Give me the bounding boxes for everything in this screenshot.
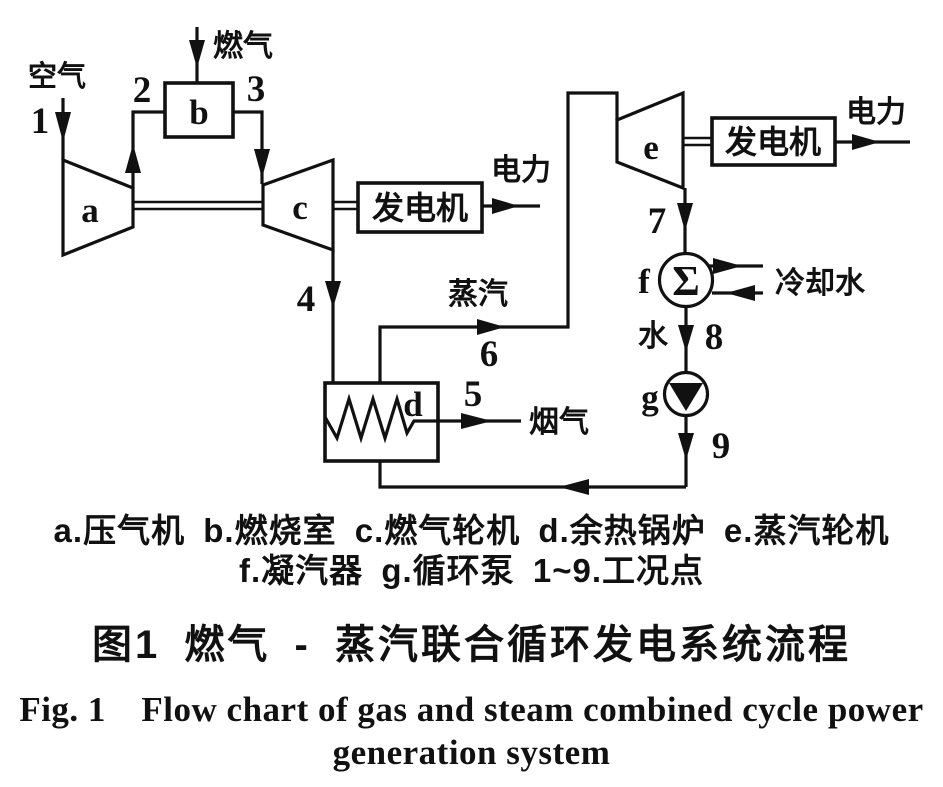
point-7-label: 7	[648, 201, 667, 242]
condenser-shape	[657, 251, 715, 309]
component-f-label: f	[638, 262, 650, 301]
point-4-label: 4	[297, 279, 316, 320]
figure-title-en-line-1: Fig. 1 Flow chart of gas and steam combi…	[19, 690, 924, 729]
line-2	[131, 110, 165, 188]
boiler-coil-icon	[323, 393, 437, 444]
shaft-a-c	[133, 200, 263, 211]
point-6-label: 6	[480, 334, 499, 375]
combustion-chamber-shape	[163, 81, 235, 139]
cooling-water-label: 冷却水	[775, 267, 866, 300]
line-8-arrowhead-icon	[678, 325, 694, 352]
line-4-arrowhead-icon	[325, 281, 341, 308]
compressor-shape	[61, 157, 135, 258]
figure-title-cn: 图1 燃气 - 蒸汽联合循环发电系统流程	[92, 623, 851, 667]
line-3-arrowhead-icon	[254, 149, 270, 178]
air-arrowhead-icon	[55, 112, 71, 142]
line-3	[233, 110, 264, 184]
legend-line-2: f.凝汽器 g.循环泵 1~9.工况点	[239, 552, 704, 589]
point-2-label: 2	[133, 70, 152, 111]
shaft-e-generator	[683, 136, 712, 147]
power-right-arrowhead-icon	[852, 134, 880, 150]
shaft-c-generator	[333, 200, 358, 211]
flue-gas-arrowhead-icon	[461, 413, 492, 429]
steam-label: 蒸汽	[448, 278, 508, 311]
flow-diagram: 空气 1 2 燃气 3 a b c 发电机 电力 4 蒸汽 6 d 5 烟气 e…	[28, 27, 910, 495]
figure-title-en-line-2: generation system	[332, 733, 611, 772]
power-left-arrowhead-icon	[492, 198, 519, 214]
line-9-arrowhead-icon	[678, 433, 694, 460]
power-left-label: 电力	[491, 154, 551, 187]
fuel-gas-arrowhead-icon	[189, 40, 205, 68]
legend-line-1: a.压气机 b.燃烧室 c.燃气轮机 d.余热锅炉 e.蒸汽轮机	[53, 512, 890, 549]
cooling-water-in-arrowhead-icon	[726, 285, 755, 301]
component-d-label: d	[403, 385, 423, 424]
air-label: 空气	[28, 59, 86, 93]
point-5-label: 5	[464, 374, 483, 415]
water-label: 水	[638, 320, 669, 353]
point-3-label: 3	[247, 69, 266, 110]
component-c-label: c	[292, 188, 308, 227]
return-water-line	[378, 461, 686, 489]
steam-turbine-shape	[615, 90, 685, 191]
component-g-label: g	[641, 378, 659, 417]
cooling-water-out-arrowhead-icon	[713, 258, 742, 274]
return-water-arrowhead-icon	[559, 479, 589, 495]
pump-shape	[662, 370, 710, 418]
line-2-arrowhead-icon	[125, 144, 141, 173]
generator-right-label: 发电机	[725, 124, 821, 160]
power-right-label: 电力	[846, 96, 906, 129]
pump-triangle-icon	[669, 383, 703, 411]
steam-line	[378, 91, 619, 383]
line-7-arrowhead-icon	[677, 203, 693, 231]
component-a-label: a	[81, 191, 99, 230]
point-9-label: 9	[712, 426, 731, 467]
generator-left-label: 发电机	[372, 190, 468, 226]
component-b-label: b	[189, 93, 208, 132]
steam-arrowhead-icon	[477, 319, 505, 335]
point-8-label: 8	[705, 317, 724, 358]
condenser-sigma-icon: Σ	[672, 259, 699, 305]
point-1-label: 1	[31, 101, 50, 142]
fuel-gas-label: 燃气	[213, 30, 273, 63]
component-e-label: e	[643, 128, 659, 167]
flue-gas-label: 烟气	[529, 406, 589, 439]
